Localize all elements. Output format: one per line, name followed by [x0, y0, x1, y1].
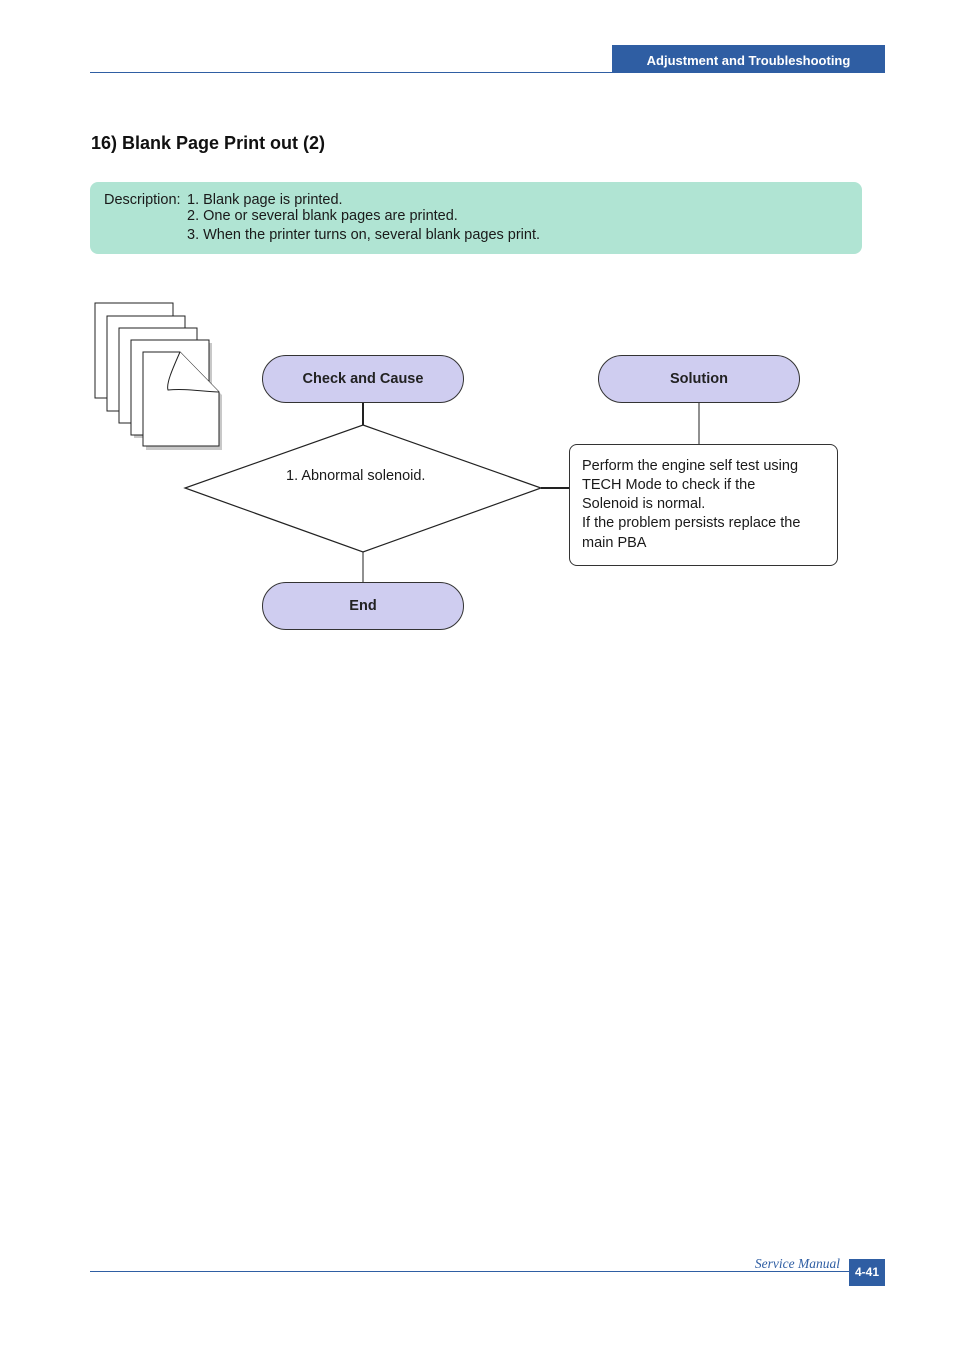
header-section-tab: Adjustment and Troubleshooting [612, 45, 885, 72]
solution-line: Solenoid is normal. [582, 496, 706, 512]
decision-diamond [183, 424, 543, 553]
description-box [90, 182, 862, 254]
footer-rule [90, 1271, 885, 1272]
solution-line: Perform the engine self test using [582, 458, 799, 474]
header-rule [90, 72, 885, 73]
solution-line: If the problem persists replace the [582, 515, 801, 531]
footer-label: Service Manual [754, 1256, 840, 1271]
solution-line: main PBA [582, 535, 647, 551]
solution-box [569, 444, 838, 566]
description-item: 1. Blank page is printed. [187, 192, 343, 208]
check-and-cause-node: Check and Cause [262, 355, 464, 403]
end-node: End [262, 582, 464, 630]
blank-pages-icon [94, 302, 222, 450]
page-number: 4-41 [849, 1259, 885, 1286]
description-label: Description: [104, 192, 181, 208]
description-item: 2. One or several blank pages are printe… [187, 208, 458, 224]
section-title: 16) Blank Page Print out (2) [91, 133, 326, 153]
cause-text: 1. Abnormal solenoid. [286, 468, 426, 484]
solution-node: Solution [598, 355, 800, 403]
solution-line: TECH Mode to check if the [582, 477, 756, 493]
flowchart-diagram [94, 302, 700, 582]
description-item: 3. When the printer turns on, several bl… [187, 227, 541, 243]
